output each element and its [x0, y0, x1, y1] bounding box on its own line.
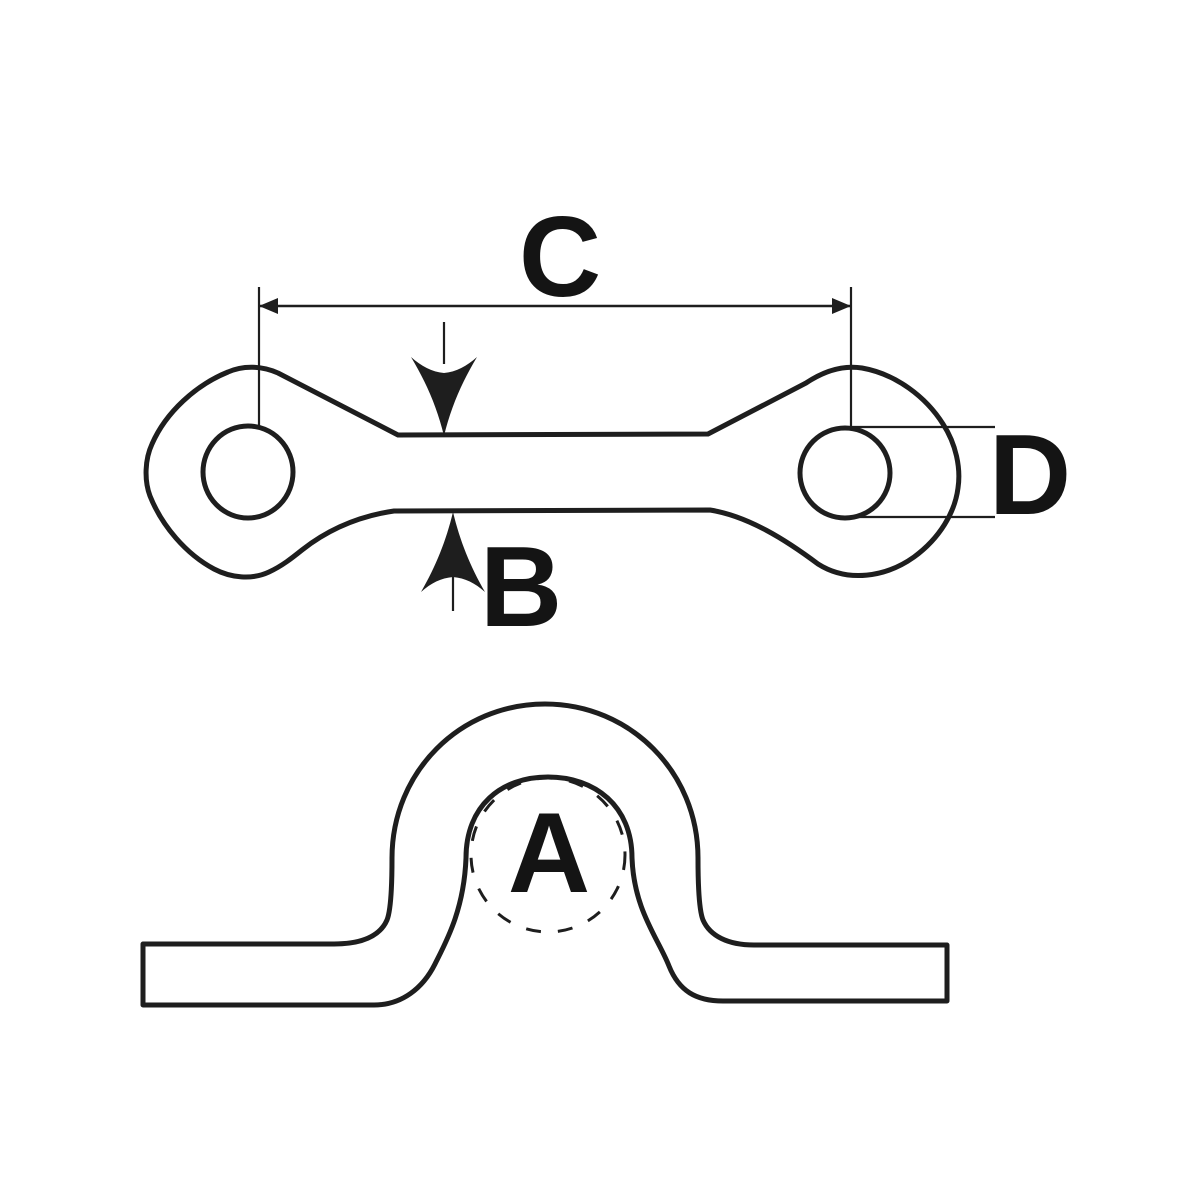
dimension-b: B [411, 322, 562, 651]
dimension-d: D [851, 412, 1071, 539]
left-hole [200, 423, 296, 521]
dimension-label-a: A [508, 790, 590, 917]
dimension-label-c: C [519, 194, 601, 321]
dimension-label-b: B [480, 524, 562, 651]
dimension-c: C [257, 194, 853, 428]
dimension-b-arrow-up [421, 512, 485, 592]
side-view: A [140, 701, 950, 1008]
dimension-c-arrow-right [832, 298, 851, 314]
right-hole [797, 425, 893, 521]
eye-strap-top-outline [143, 364, 962, 580]
dimension-b-arrow-down [411, 357, 477, 436]
dimension-label-d: D [989, 412, 1071, 539]
top-view: C B D [143, 194, 1071, 651]
dashed-rod-circle [469, 776, 627, 934]
eye-strap-side-outline [140, 701, 950, 1008]
dimension-c-arrow-left [259, 298, 278, 314]
